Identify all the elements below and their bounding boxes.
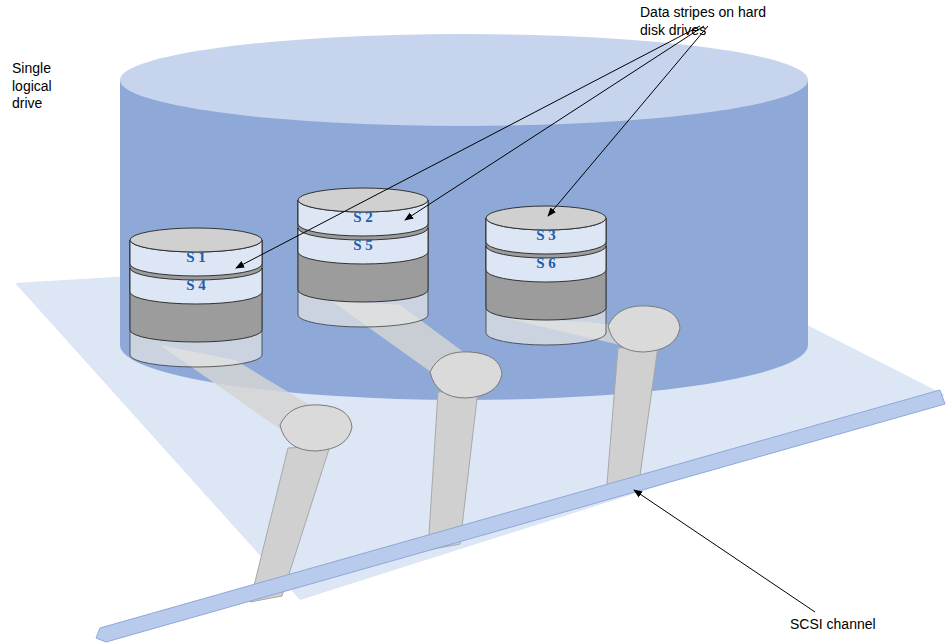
data-stripe-band: S 3 [486,224,606,246]
disk-body [130,240,262,342]
disk-body [298,200,428,327]
leader-line [405,26,704,220]
leader-line [548,26,708,216]
data-stripe-band: S 4 [130,274,262,296]
disk-body [486,218,606,320]
data-stripe-band: S 6 [486,252,606,274]
stripe-label: S 3 [536,228,556,243]
data-stripe [130,268,262,304]
logical-drive-top [120,34,808,126]
callout-label: Single logical drive [12,60,74,113]
data-stripe-band: S 1 [130,246,262,268]
disk-body [486,218,606,345]
stripe-label: S 4 [186,278,206,293]
disk-body [130,240,262,367]
callout-label: Data stripes on hard disk drives [640,4,790,39]
stripe-label: S 5 [353,238,373,253]
stripe-label: S 6 [536,256,556,271]
data-stripe [298,228,428,264]
hand [430,352,502,398]
callout-label: SCSI channel [790,616,910,634]
stripe-label: S 1 [186,250,206,265]
disk-body [298,200,428,302]
hand [608,306,680,352]
disk-top [298,188,428,212]
disk-top [486,206,606,230]
leader-line [236,26,700,268]
data-stripe-band: S 2 [298,206,428,228]
data-stripe [486,246,606,282]
hand [280,405,352,451]
data-stripe-band: S 5 [298,234,428,256]
disk-top [130,228,262,252]
leader-line [634,490,815,612]
scsi-channel-bar [96,390,945,642]
stripe-label: S 2 [353,210,373,225]
